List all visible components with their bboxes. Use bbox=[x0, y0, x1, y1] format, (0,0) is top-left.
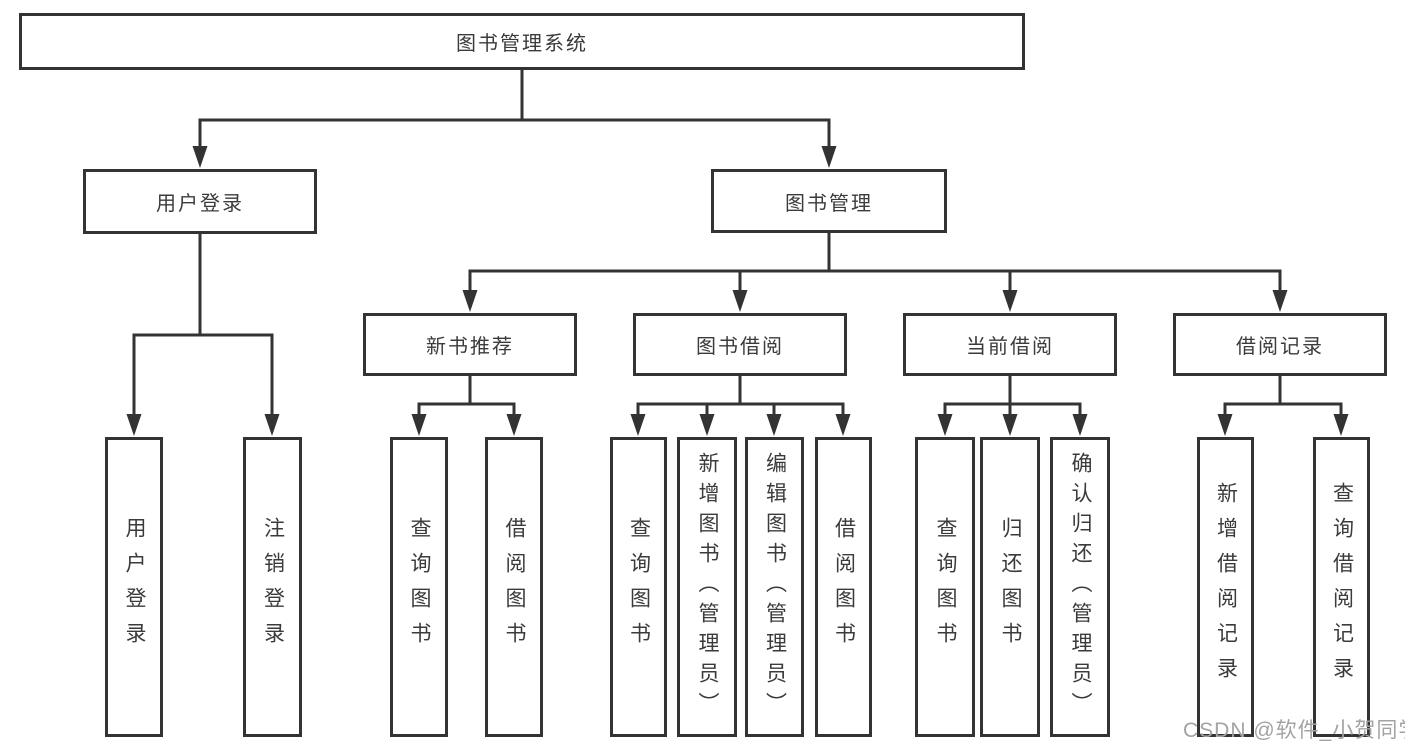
node-book-management-module: 图书管理 bbox=[711, 169, 947, 233]
leaf-borrowing-query-books: 查询图书 bbox=[610, 437, 667, 737]
leaf-recommend-borrow-books-label: 借阅图书 bbox=[503, 517, 526, 657]
leaf-add-books-admin: 新增图书（管理员） bbox=[677, 437, 737, 737]
leaf-recommend-query-books: 查询图书 bbox=[390, 437, 448, 737]
node-borrowing-records-label: 借阅记录 bbox=[1236, 336, 1324, 358]
leaf-add-books-admin-label: 新增图书（管理员） bbox=[696, 452, 719, 722]
leaf-current-query-books-label: 查询图书 bbox=[934, 517, 957, 657]
leaf-borrowing-query-books-label: 查询图书 bbox=[627, 517, 651, 657]
leaf-add-borrow-record-label: 新增借阅记录 bbox=[1214, 482, 1238, 692]
csdn-watermark: CSDN @软件_小贺同学 bbox=[1183, 719, 1405, 742]
node-user-login-module: 用户登录 bbox=[83, 169, 317, 234]
node-book-borrowing: 图书借阅 bbox=[633, 313, 847, 376]
leaf-logout: 注销登录 bbox=[243, 437, 302, 737]
leaf-add-borrow-record: 新增借阅记录 bbox=[1197, 437, 1254, 737]
leaf-recommend-query-books-label: 查询图书 bbox=[408, 517, 431, 657]
leaf-edit-books-admin: 编辑图书（管理员） bbox=[745, 437, 804, 737]
node-borrowing-records: 借阅记录 bbox=[1173, 313, 1387, 376]
connector-userlogin-to-leaves bbox=[126, 233, 280, 436]
connector-newbookrec-to-leaves bbox=[411, 375, 522, 436]
leaf-borrowing-borrow-books-label: 借阅图书 bbox=[832, 517, 856, 657]
leaf-current-query-books: 查询图书 bbox=[915, 437, 975, 737]
node-user-login-module-label: 用户登录 bbox=[156, 193, 244, 215]
leaf-query-borrow-record: 查询借阅记录 bbox=[1313, 437, 1370, 737]
leaf-borrowing-borrow-books: 借阅图书 bbox=[815, 437, 872, 737]
node-root-system: 图书管理系统 bbox=[19, 13, 1025, 70]
leaf-logout-label: 注销登录 bbox=[261, 517, 285, 657]
node-root-system-label: 图书管理系统 bbox=[456, 33, 588, 55]
connector-borrowrecord-to-leaves bbox=[1217, 375, 1349, 436]
leaf-confirm-return-admin: 确认归还（管理员） bbox=[1050, 437, 1110, 737]
connector-currentborrow-to-leaves bbox=[937, 375, 1088, 436]
leaf-query-borrow-record-label: 查询借阅记录 bbox=[1330, 482, 1354, 692]
leaf-user-login: 用户登录 bbox=[105, 437, 163, 737]
leaf-user-login-label: 用户登录 bbox=[123, 517, 146, 657]
connector-bookborrow-to-leaves bbox=[630, 375, 851, 436]
node-new-book-recommend-label: 新书推荐 bbox=[426, 336, 514, 358]
node-new-book-recommend: 新书推荐 bbox=[363, 313, 577, 376]
node-book-management-module-label: 图书管理 bbox=[785, 192, 873, 215]
leaf-confirm-return-admin-label: 确认归还（管理员） bbox=[1069, 452, 1092, 722]
connector-bookmgmt-to-level3 bbox=[462, 233, 1288, 312]
node-book-borrowing-label: 图书借阅 bbox=[696, 336, 784, 358]
leaf-edit-books-admin-label: 编辑图书（管理员） bbox=[763, 452, 787, 722]
leaf-recommend-borrow-books: 借阅图书 bbox=[485, 437, 543, 737]
connector-root-to-level2 bbox=[192, 67, 837, 168]
node-current-borrowing: 当前借阅 bbox=[903, 313, 1117, 376]
node-current-borrowing-label: 当前借阅 bbox=[966, 336, 1054, 358]
leaf-return-books-label: 归还图书 bbox=[999, 517, 1022, 657]
leaf-return-books: 归还图书 bbox=[980, 437, 1040, 737]
